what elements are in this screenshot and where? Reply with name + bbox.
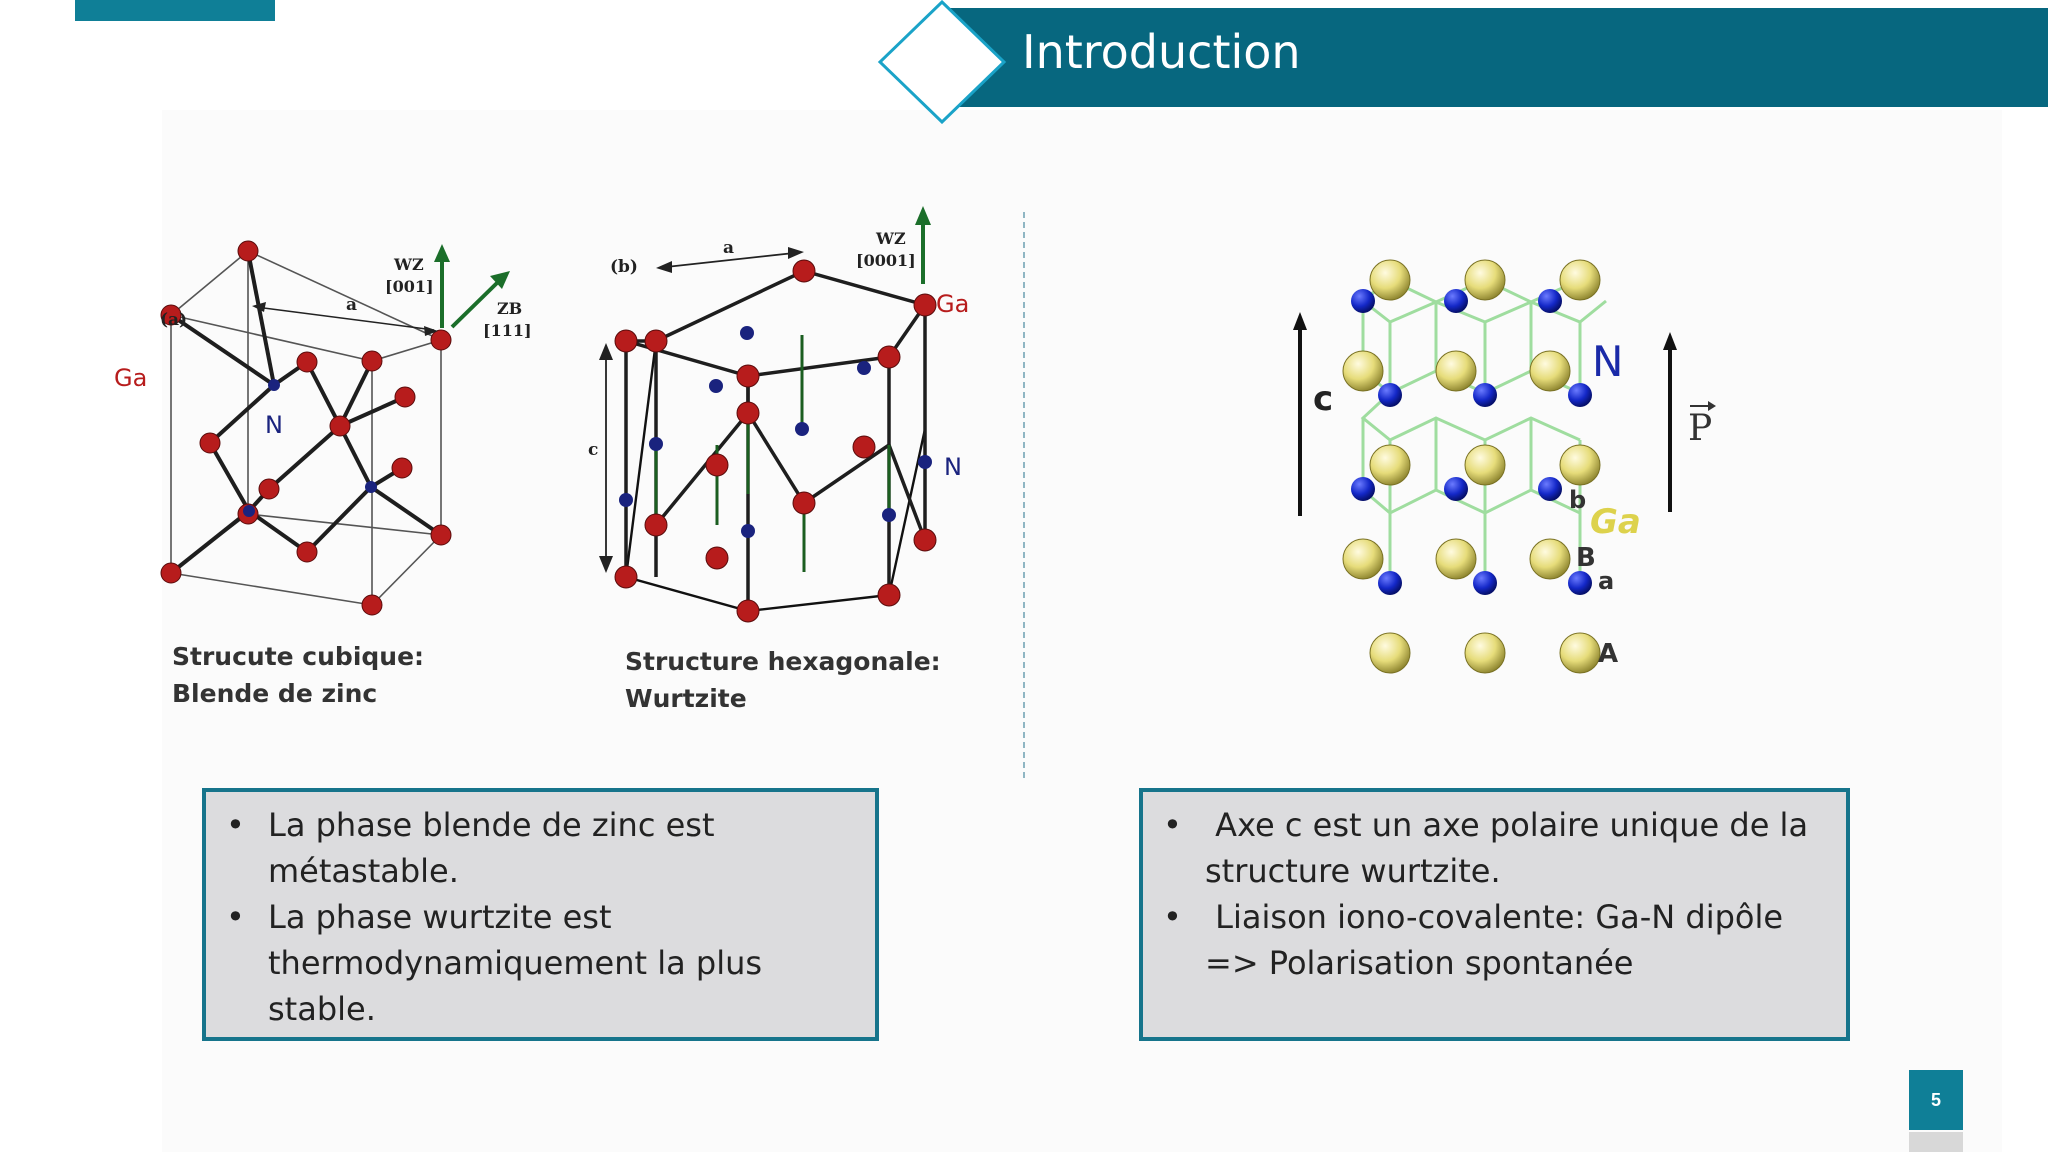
left-bullet-item: La phase blende de zinc est métastable.	[226, 802, 855, 894]
hexagonal-caption-line1: Structure hexagonale:	[625, 647, 941, 676]
page-title: Introduction	[1022, 25, 1301, 79]
label-a: a	[1598, 567, 1614, 595]
polar-wurtzite-diagram: c N Ga P b B a A	[1293, 259, 1716, 674]
wz-label: WZ	[393, 255, 424, 274]
cubic-caption-line1: Strucute cubique:	[172, 642, 425, 671]
title-bar	[945, 8, 2048, 107]
n-atom-label: N	[1592, 337, 1623, 386]
wz-direction-label: [0001]	[856, 251, 916, 270]
zinc-blende-diagram: a WZ [001] ZB [111] (a) Ga N	[114, 240, 532, 616]
n-atom-label: N	[265, 411, 283, 439]
right-bullet-list: Axe c est un axe polaire unique de la st…	[1163, 802, 1826, 986]
lattice-c-label: c	[588, 440, 598, 460]
hexagonal-caption-line2: Wurtzite	[625, 684, 747, 713]
right-bullet-box: Axe c est un axe polaire unique de la st…	[1139, 788, 1850, 1041]
wurtzite-diagram: a c (b) WZ [0001] Ga N	[588, 206, 969, 623]
right-bullet-item: Liaison iono-covalente: Ga-N dipôle => P…	[1163, 894, 1826, 986]
page-number-tab	[1909, 1132, 1963, 1152]
ga-atom-label: Ga	[1590, 502, 1641, 542]
polarization-label: P	[1688, 408, 1712, 449]
zb-label: ZB	[497, 299, 522, 318]
label-B: B	[1576, 543, 1596, 573]
wz-label: WZ	[875, 229, 906, 248]
page-number: 5	[1909, 1070, 1963, 1130]
lattice-a-label: a	[723, 238, 734, 258]
cubic-caption: Strucute cubique: Blende de zinc	[172, 638, 424, 712]
label-A: A	[1598, 639, 1618, 669]
label-b-lower: b	[1569, 486, 1586, 514]
cubic-caption-line2: Blende de zinc	[172, 679, 378, 708]
left-bullet-item: La phase wurtzite est thermodynamiquemen…	[226, 894, 855, 1032]
header-accent-tab	[75, 0, 275, 21]
zb-direction-label: [111]	[483, 321, 532, 340]
wz-direction-label: [001]	[385, 277, 434, 296]
n-atom-label: N	[944, 453, 962, 481]
title-diamond-decoration	[877, 0, 1007, 124]
panel-a-label: (a)	[160, 310, 187, 330]
lattice-a-label: a	[346, 295, 357, 315]
ga-atom-label: Ga	[114, 364, 147, 392]
hexagonal-caption: Structure hexagonale: Wurtzite	[625, 643, 941, 717]
right-bullet-item: Axe c est un axe polaire unique de la st…	[1163, 802, 1826, 894]
column-divider	[1023, 212, 1025, 778]
panel-b-label: (b)	[610, 257, 638, 277]
left-bullet-box: La phase blende de zinc est métastable. …	[202, 788, 879, 1041]
left-bullet-list: La phase blende de zinc est métastable. …	[226, 802, 855, 1032]
ga-atom-label: Ga	[936, 290, 969, 318]
c-axis-label: c	[1313, 379, 1333, 419]
